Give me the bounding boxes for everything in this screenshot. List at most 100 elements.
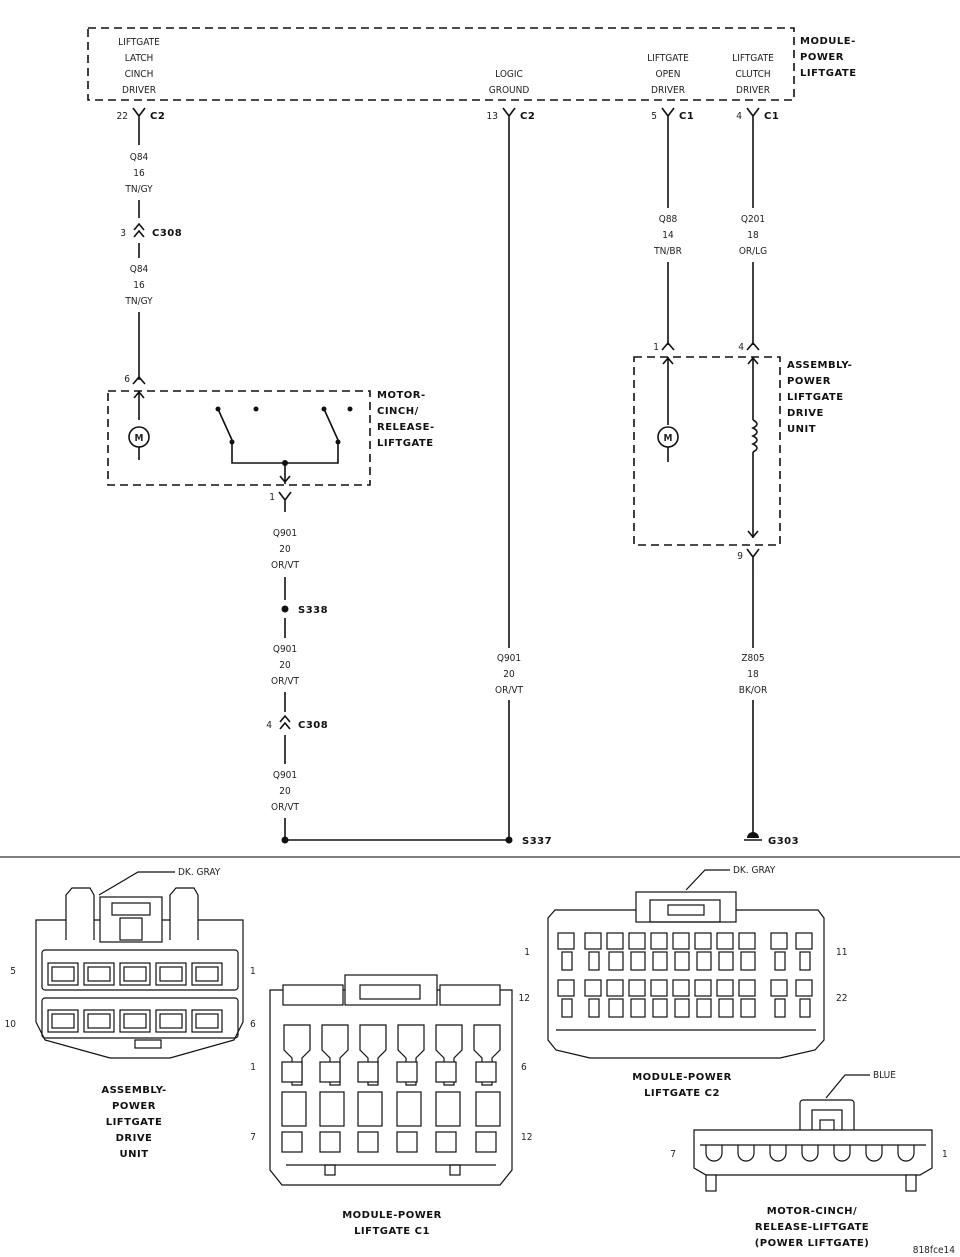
c2-connector-view: DK. GRAY [519, 865, 848, 1099]
c308b-label: C308 [298, 720, 328, 731]
c308a-pin: 3 [120, 228, 126, 239]
wire-q84b-color: TN/GY [124, 296, 153, 307]
wire-z805-color: BK/OR [739, 685, 767, 696]
sw1-pole-b [253, 406, 259, 412]
drive-name-1: ASSEMBLY- [787, 360, 852, 371]
c1-connector-view: 1 6 7 12 MODULE-POWER LIFTGATE C1 [250, 974, 532, 1237]
latch-conn: C2 [150, 111, 165, 122]
drive-caption-2: POWER [112, 1101, 156, 1112]
motor-m: M [135, 433, 144, 444]
drive-pin-bl: 10 [5, 1019, 17, 1030]
cinch-cavities [705, 1145, 915, 1162]
wire-q84a-color: TN/GY [124, 184, 153, 195]
c1-pin-br: 12 [521, 1132, 532, 1143]
splice-s337 [505, 836, 513, 844]
pin-open-2: OPEN [656, 69, 681, 80]
wire-q88-color: TN/BR [653, 246, 682, 257]
wire-q901g-color: OR/VT [495, 685, 524, 696]
cinch-ground-circuit: 1 Q901 20 OR/VT S338 Q901 20 OR/VT 4 C30… [266, 491, 509, 844]
wire-q901g-gauge: 20 [503, 669, 515, 680]
c1-pin-tr: 6 [521, 1062, 527, 1073]
module-power-liftgate: MODULE- POWER LIFTGATE LIFTGATE LATCH CI… [87, 27, 856, 101]
c2-caption-2: LIFTGATE C2 [644, 1088, 720, 1099]
drive-pin-br: 6 [250, 1019, 256, 1030]
wire-q901a-id: Q901 [273, 528, 297, 539]
wire-q84a-id: Q84 [130, 152, 149, 163]
drive-name-2: POWER [787, 376, 831, 387]
open-pin: 5 [651, 111, 657, 122]
drive-motor-m: M [664, 433, 673, 444]
sw2-pole-b [347, 406, 353, 412]
c2-pin-tr: 11 [836, 947, 847, 958]
motor-cinch-name-4: LIFTGATE [377, 438, 434, 449]
motor-cinch-release-liftgate: M MOTOR- CINCH/ RELEASE- LIFTGATE [107, 390, 434, 486]
motor-cinch-box [107, 390, 371, 486]
c1-cavities-bottom [281, 1091, 501, 1153]
wire-q901c-color: OR/VT [271, 802, 300, 813]
splice-s338 [281, 605, 289, 613]
c1-pin-tl: 1 [250, 1062, 256, 1073]
drive-unit-connector-view: DK. GRAY 5 1 10 6 ASSEMBLY- POWE [5, 867, 256, 1160]
drive-unit-circuit: Q88 14 TN/BR 1 Q201 18 OR/LG 4 [653, 122, 767, 353]
pin-open-3: DRIVER [651, 85, 685, 96]
c2-color-label: DK. GRAY [733, 865, 776, 876]
wire-q901b-id: Q901 [273, 644, 297, 655]
ground-conn: C2 [520, 111, 535, 122]
pin-clutch-1: LIFTGATE [732, 53, 774, 64]
drive-cavities-bottom [47, 1009, 223, 1033]
drive-cavities-top [47, 962, 223, 986]
pin-open-1: LIFTGATE [647, 53, 689, 64]
module-box [87, 27, 795, 101]
motor-cinch-bottom-pin: 1 [269, 492, 275, 503]
wire-q901b-color: OR/VT [271, 676, 300, 687]
c2-caption-1: MODULE-POWER [632, 1072, 732, 1083]
wire-q88-id: Q88 [659, 214, 678, 225]
pin-ground-1: LOGIC [495, 69, 523, 80]
clutch-conn: C1 [764, 111, 779, 122]
c2-cavities-top [557, 932, 813, 971]
drive-name-3: LIFTGATE [787, 392, 844, 403]
g303-label: G303 [768, 836, 799, 847]
drive-pin-9: 9 [737, 551, 743, 562]
wire-q901g-id: Q901 [497, 653, 521, 664]
c1-pin-bl: 7 [250, 1132, 256, 1143]
wire-q88-gauge: 14 [662, 230, 674, 241]
drive-caption-1: ASSEMBLY- [101, 1085, 166, 1096]
pin-latch-2: LATCH [125, 53, 154, 64]
cinch-connector-view: BLUE 7 1 MOTOR-CINCH/ RELEASE-LIFTGATE (… [670, 1070, 947, 1249]
c308b-pin: 4 [266, 720, 272, 731]
wire-q901a-gauge: 20 [279, 544, 291, 555]
motor-cinch-name-1: MOTOR- [377, 390, 426, 401]
wire-q901c-gauge: 20 [279, 786, 291, 797]
c2-pin-tl: 1 [524, 947, 530, 958]
logic-ground-circuit: Q901 20 OR/VT S337 [495, 122, 552, 847]
pin-clutch-2: CLUTCH [735, 69, 770, 80]
drive-unit-box [633, 356, 781, 546]
wire-z805-gauge: 18 [747, 669, 759, 680]
wire-q84a-gauge: 16 [133, 168, 145, 179]
wire-z805-id: Z805 [741, 653, 764, 664]
cinch-pin-right: 1 [942, 1149, 948, 1160]
s337-label: S337 [522, 836, 552, 847]
pin-clutch-3: DRIVER [736, 85, 770, 96]
c2-cavities-bottom [557, 979, 813, 1018]
c2-pin-br: 22 [836, 993, 847, 1004]
ground-pin: 13 [487, 111, 498, 122]
module-name-1: MODULE- [800, 36, 856, 47]
drive-caption-5: UNIT [119, 1149, 148, 1160]
pin-latch-1: LIFTGATE [118, 37, 160, 48]
cinch-caption-2: RELEASE-LIFTGATE [755, 1222, 869, 1233]
cinch-caption-1: MOTOR-CINCH/ [767, 1206, 857, 1217]
assembly-power-liftgate-drive-unit: M ASSEMBLY- POWER LIFTGATE DRIVE UNIT [633, 356, 852, 546]
cinch-pin-left: 7 [670, 1149, 676, 1160]
drive-caption-3: LIFTGATE [106, 1117, 163, 1128]
drive-pin-1: 1 [653, 342, 659, 353]
motor-cinch-top-pin: 6 [124, 374, 130, 385]
cinch-color-label: BLUE [873, 1070, 896, 1081]
drive-pin-4: 4 [738, 342, 744, 353]
open-conn: C1 [679, 111, 694, 122]
clutch-pin: 4 [736, 111, 742, 122]
figure-id: 818fce14 [913, 1245, 956, 1256]
wire-q901b-gauge: 20 [279, 660, 291, 671]
wire-q201-gauge: 18 [747, 230, 759, 241]
